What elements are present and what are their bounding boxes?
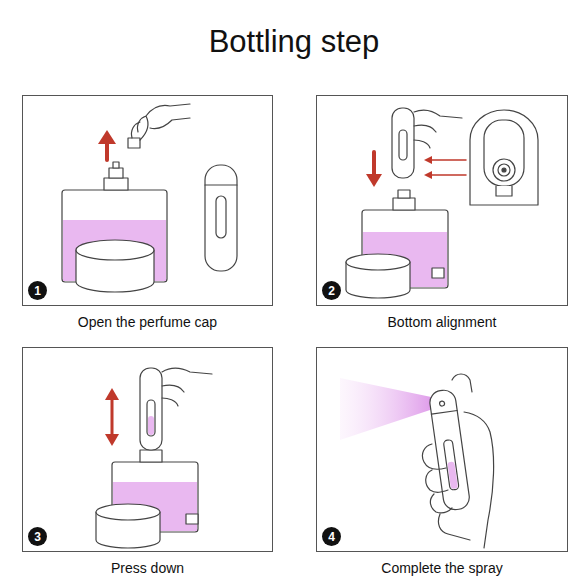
callout-number: 2 xyxy=(322,281,341,300)
step1-art xyxy=(62,104,237,292)
callout-number: 4 xyxy=(322,527,341,546)
page-title: Bottling step xyxy=(0,24,588,60)
callout-text: 1 xyxy=(34,284,41,298)
step-caption: Bottom alignment xyxy=(307,314,577,330)
step4-art xyxy=(340,374,494,548)
step-caption: Open the perfume cap xyxy=(13,314,282,330)
step-panel: Complete the spray4 xyxy=(316,347,568,552)
callout-text: 2 xyxy=(328,284,335,298)
step-panel: Press down3 xyxy=(22,347,273,552)
step2-art xyxy=(346,108,538,298)
step-caption: Press down xyxy=(13,560,282,576)
callout-number: 3 xyxy=(28,527,47,546)
step3-art xyxy=(96,368,212,548)
callout-number: 1 xyxy=(28,281,47,300)
step-panel: Open the perfume cap1 xyxy=(22,95,273,306)
callout-text: 3 xyxy=(34,530,41,544)
callout-text: 4 xyxy=(328,530,335,544)
step-panel: Bottom alignment2 xyxy=(316,95,568,306)
step-caption: Complete the spray xyxy=(307,560,577,576)
